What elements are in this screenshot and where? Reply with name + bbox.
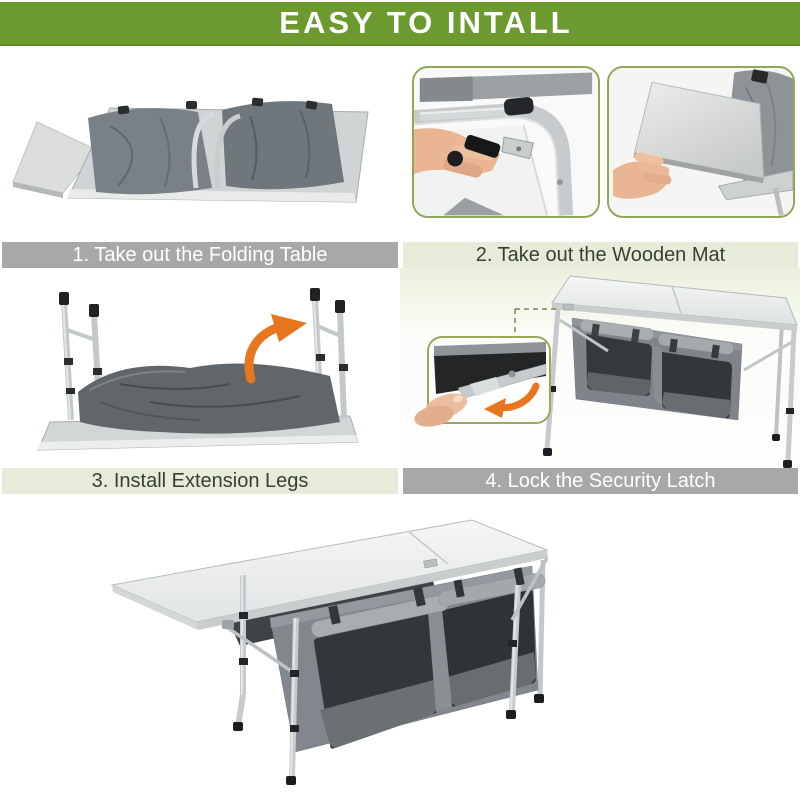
caption-step-3: 3. Install Extension Legs [2, 468, 398, 494]
storage-box [571, 317, 743, 421]
photo-bottom-finished-table [0, 500, 800, 800]
leg-caps [59, 288, 345, 317]
photo-step4-assembled-table [400, 268, 800, 468]
caption-step-3-text: 3. Install Extension Legs [91, 470, 309, 492]
caption-step-2: 2. Take out the Wooden Mat [403, 242, 798, 268]
wooden-mat [633, 81, 765, 184]
folded-table-illustration [0, 46, 400, 240]
caption-step-4-text: 4. Lock the Security Latch [485, 470, 716, 492]
orange-arrow-icon [244, 314, 307, 384]
table-latch [562, 303, 574, 311]
storage-box [269, 565, 546, 753]
table-legs [543, 308, 797, 468]
photo-step3-extension-legs [0, 272, 400, 466]
remove-mat-illustration [609, 68, 793, 216]
hand [612, 152, 672, 199]
photo-step2-remove-mat [607, 66, 795, 218]
dashed-connector-line [514, 308, 560, 337]
security-clip [447, 134, 535, 167]
page-title: EASY TO INTALL [279, 5, 573, 40]
photo-step2-unclip-latch [412, 66, 600, 218]
table-legs [222, 557, 549, 785]
detail-inset [414, 336, 551, 427]
caption-step-1: 1. Take out the Folding Table [2, 242, 398, 268]
orange-arrow-icon [484, 382, 540, 418]
table-latch [423, 558, 438, 569]
strap-clips [117, 97, 318, 115]
caption-step-4: 4. Lock the Security Latch [403, 468, 798, 494]
photo-step1-folded-table [0, 46, 400, 240]
unclip-latch-illustration [414, 68, 598, 216]
extension-legs-illustration [0, 272, 400, 466]
finished-table-illustration [0, 500, 800, 800]
lock-latch-illustration [400, 268, 800, 468]
wooden-mat [12, 121, 98, 198]
tabletop [110, 519, 549, 630]
caption-step-1-text: 1. Take out the Folding Table [72, 244, 328, 266]
title-banner: EASY TO INTALL [0, 2, 800, 46]
caption-step-2-text: 2. Take out the Wooden Mat [475, 244, 726, 266]
